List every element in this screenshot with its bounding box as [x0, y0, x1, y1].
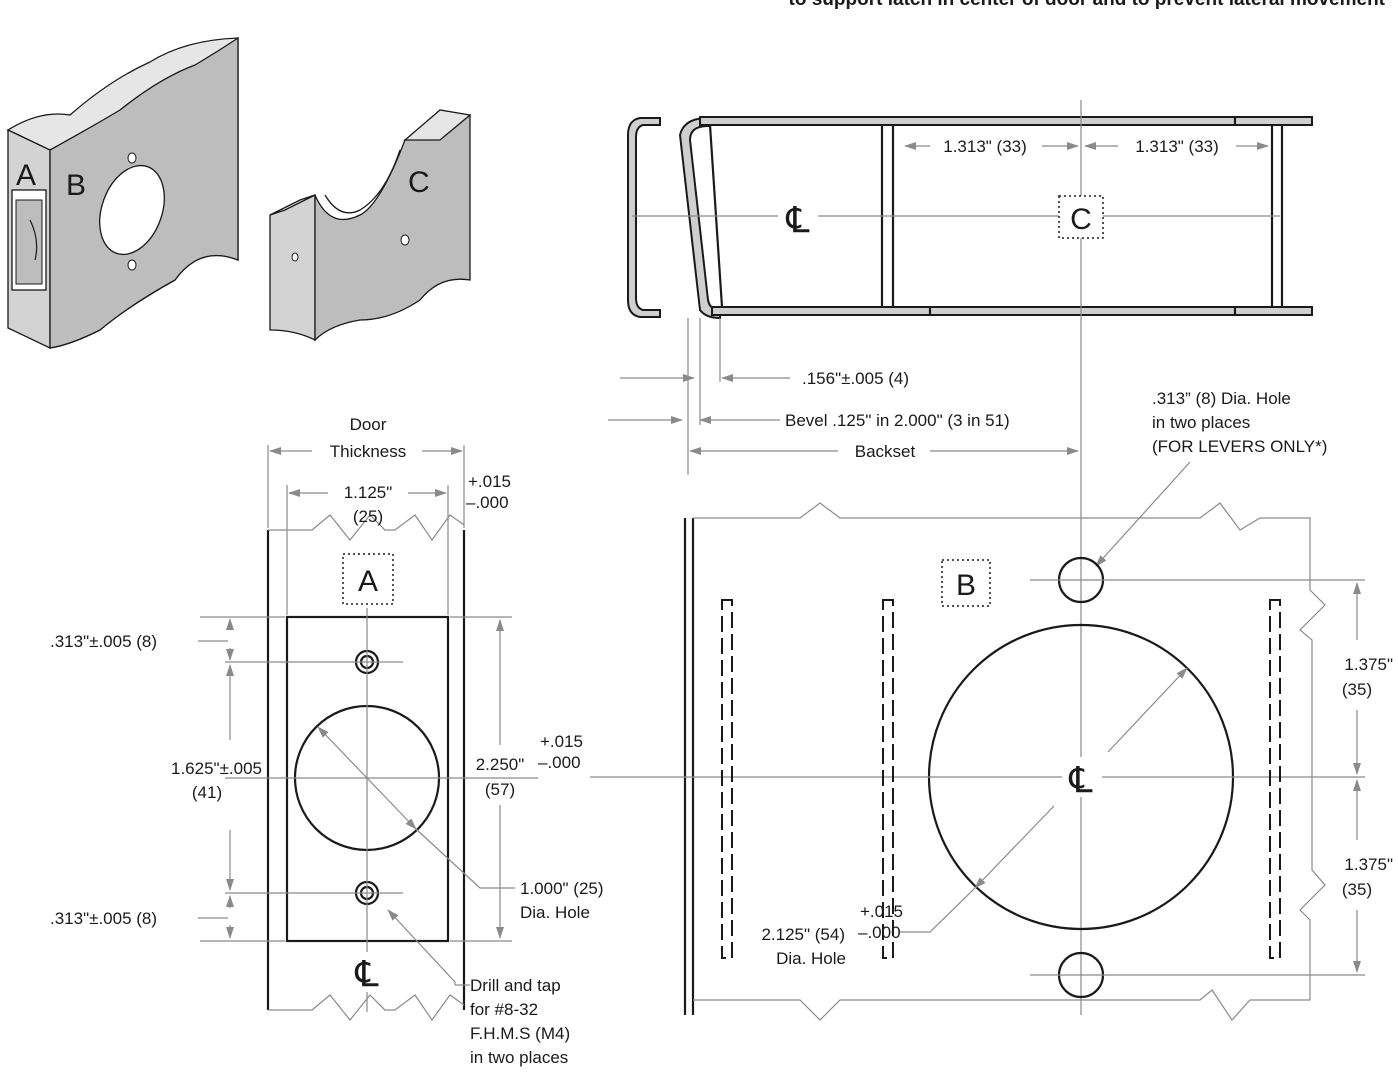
part-c-label: C [1070, 203, 1092, 236]
part-a-box [342, 553, 394, 605]
lower-spacing-line1: 1.375" [1344, 855, 1393, 874]
iso-door-illustration: A B [6, 36, 239, 350]
header-note: to support latch in center of door and t… [789, 0, 1386, 10]
iso-support-illustration: C [269, 109, 472, 342]
lever-hole-line2: in two places [1152, 413, 1250, 432]
upper-spacing-line1: 1.375" [1344, 655, 1393, 674]
drill-tap-line1: Drill and tap [470, 976, 561, 995]
face-bore-tol-plus: +.015 [860, 902, 903, 921]
dim-1313-left: 1.313" (33) [943, 137, 1027, 156]
part-b-box [941, 559, 991, 607]
drill-tap-line2: for #8-32 [470, 1000, 538, 1019]
lever-hole-note: .313” (8) Dia. Hole in two places (FOR L… [1095, 389, 1327, 567]
faceplate-height-line1: 2.250" [476, 755, 525, 774]
hole-spacing-line2: (41) [192, 783, 222, 802]
face-bore-line2: Dia. Hole [776, 949, 846, 968]
iso-label-b: B [66, 169, 86, 202]
dim-1313-right: 1.313" (33) [1135, 137, 1219, 156]
top-hole-offset: .313"±.005 (8) [50, 632, 157, 651]
part-b-label: B [956, 569, 976, 602]
part-c-box [1058, 195, 1104, 239]
dim-backset: Backset [855, 442, 916, 461]
hole-spacing-line1: 1.625"±.005 [171, 759, 262, 778]
drill-tap-line4: in two places [470, 1048, 568, 1067]
centerline-symbol-top: ℄ [785, 199, 809, 240]
faceplate-width-line1: 1.125" [344, 483, 393, 502]
part-a-label: A [358, 565, 378, 598]
drill-tap-line3: F.H.M.S (M4) [470, 1024, 570, 1043]
bottom-hole-offset: .313"±.005 (8) [50, 909, 157, 928]
centerline-symbol-edge: ℄ [354, 953, 378, 994]
iso-label-c: C [408, 166, 430, 199]
bore-diameter-line1: 1.000" (25) [520, 879, 604, 898]
face-view: B ℄ 2.125" (54) Dia. Hole +.015 –.000 1.… [590, 502, 1393, 1021]
top-view: ℄ C 1.313" (33) 1.313" (33) .156"±.005 (… [608, 100, 1313, 1015]
bore-diameter-line2: Dia. Hole [520, 903, 590, 922]
edge-view: A ℄ Door Thickness +.015 –.000 1.125" (2… [50, 415, 604, 1067]
door-thickness-line1: Door [350, 415, 387, 434]
door-thickness-line2: Thickness [330, 442, 407, 461]
faceplate-height-tol-minus: –.000 [538, 753, 581, 772]
lever-hole-line3: (FOR LEVERS ONLY*) [1152, 437, 1327, 456]
centerline-symbol-face: ℄ [1068, 759, 1092, 800]
lower-spacing-line2: (35) [1342, 880, 1372, 899]
door-thickness-tol-plus: +.015 [468, 472, 511, 491]
face-bore-tol-minus: –.000 [858, 923, 901, 942]
faceplate-height-tol-plus: +.015 [540, 732, 583, 751]
face-bore-line1: 2.125" (54) [761, 925, 845, 944]
lever-hole-line1: .313” (8) Dia. Hole [1152, 389, 1291, 408]
upper-spacing-line2: (35) [1342, 680, 1372, 699]
dim-lip-thickness: .156"±.005 (4) [802, 369, 909, 388]
dim-bevel: Bevel .125" in 2.000" (3 in 51) [785, 411, 1010, 430]
iso-label-a: A [16, 159, 36, 192]
faceplate-width-line2: (25) [353, 507, 383, 526]
faceplate-height-line2: (57) [485, 780, 515, 799]
door-thickness-tol-minus: –.000 [466, 493, 509, 512]
